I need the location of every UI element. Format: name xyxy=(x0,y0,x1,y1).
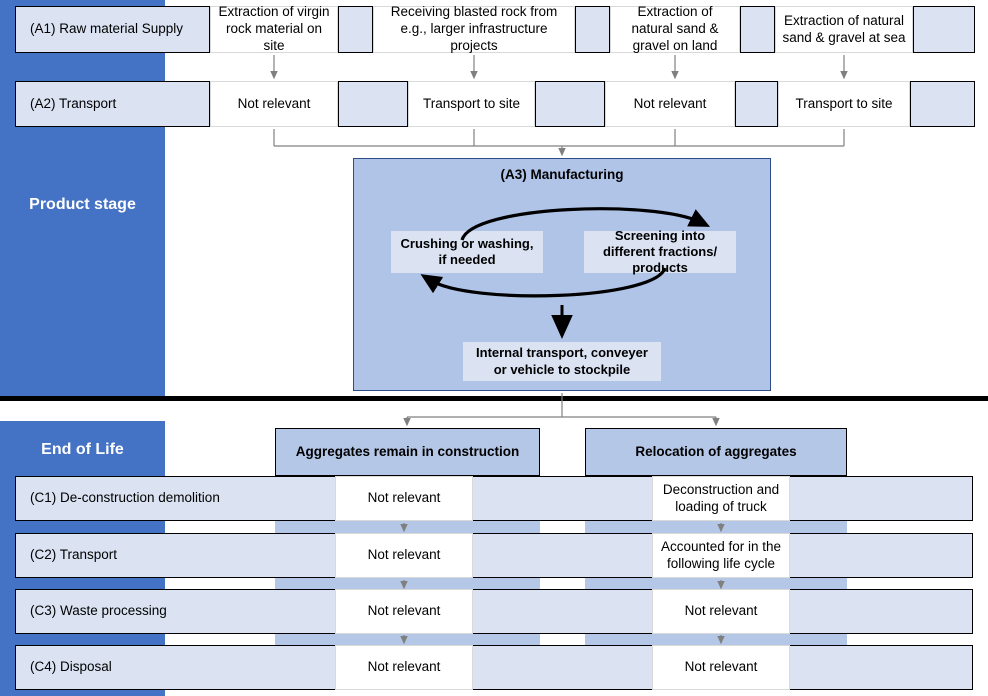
eol-header-relocation: Relocation of aggregates xyxy=(585,428,847,476)
eol-header-aggregates-remain: Aggregates remain in construction xyxy=(275,428,540,476)
row-c2-bar: (C2) Transport xyxy=(15,533,973,578)
manufacturing-crushing-box: Crushing or washing, if needed xyxy=(391,231,543,273)
product-stage-sidebar xyxy=(0,0,165,396)
a2-chip-1 xyxy=(338,81,408,127)
a1-cell-2: Receiving blasted rock from e.g., larger… xyxy=(373,4,575,53)
c3-cell-2: Not relevant xyxy=(652,589,790,634)
a2-chip-2 xyxy=(535,81,605,127)
c2-cell-2: Accounted for in the following life cycl… xyxy=(652,533,790,578)
row-a2-label: (A2) Transport xyxy=(30,95,117,111)
a1-to-a2-arrows xyxy=(270,55,848,80)
c2-cell-1: Not relevant xyxy=(335,533,473,578)
a2-cell-2: Transport to site xyxy=(408,81,535,127)
row-a1-label: (A1) Raw material Supply xyxy=(30,21,184,37)
stage-divider xyxy=(0,396,988,401)
a1-chip-1 xyxy=(338,6,373,53)
manufacturing-internal-transport-box: Internal transport, conveyer or vehicle … xyxy=(463,342,661,381)
a2-chip-4 xyxy=(910,81,975,127)
row-a1-bar: (A1) Raw material Supply xyxy=(15,6,210,53)
c4-cell-2: Not relevant xyxy=(652,645,790,690)
a2-cell-1: Not relevant xyxy=(210,81,338,127)
a1-cell-1: Extraction of virgin rock material on si… xyxy=(210,4,338,53)
row-c4-bar: (C4) Disposal xyxy=(15,645,973,690)
row-a2-bar: (A2) Transport xyxy=(15,81,210,127)
c1-cell-2: Deconstruction and loading of truck xyxy=(652,476,790,521)
row-c2-label: (C2) Transport xyxy=(30,547,118,563)
a1-chip-2 xyxy=(575,6,610,53)
row-c1-bar: (C1) De-construction demolition xyxy=(15,476,973,521)
c1-cell-1: Not relevant xyxy=(335,476,473,521)
a2-chip-3 xyxy=(735,81,778,127)
a1-chip-3 xyxy=(740,6,775,53)
c4-cell-1: Not relevant xyxy=(335,645,473,690)
row-c4-label: (C4) Disposal xyxy=(30,659,112,675)
a1-chip-4 xyxy=(913,6,975,53)
a1-cell-3: Extraction of natural sand & gravel on l… xyxy=(610,4,740,53)
product-stage-label: Product stage xyxy=(29,196,136,213)
a2-to-a3-manifold xyxy=(273,129,845,157)
a2-cell-3: Not relevant xyxy=(605,81,735,127)
row-c3-label: (C3) Waste processing xyxy=(30,603,167,619)
c3-cell-1: Not relevant xyxy=(335,589,473,634)
a1-cell-4: Extraction of natural sand & gravel at s… xyxy=(775,6,913,53)
row-c3-bar: (C3) Waste processing xyxy=(15,589,973,634)
row-c1-label: (C1) De-construction demolition xyxy=(30,490,220,506)
manufacturing-screening-box: Screening into different fractions/ prod… xyxy=(584,228,736,275)
manufacturing-title: (A3) Manufacturing xyxy=(500,167,624,182)
a2-cell-4: Transport to site xyxy=(778,81,910,127)
end-of-life-label: End of Life xyxy=(41,441,124,458)
